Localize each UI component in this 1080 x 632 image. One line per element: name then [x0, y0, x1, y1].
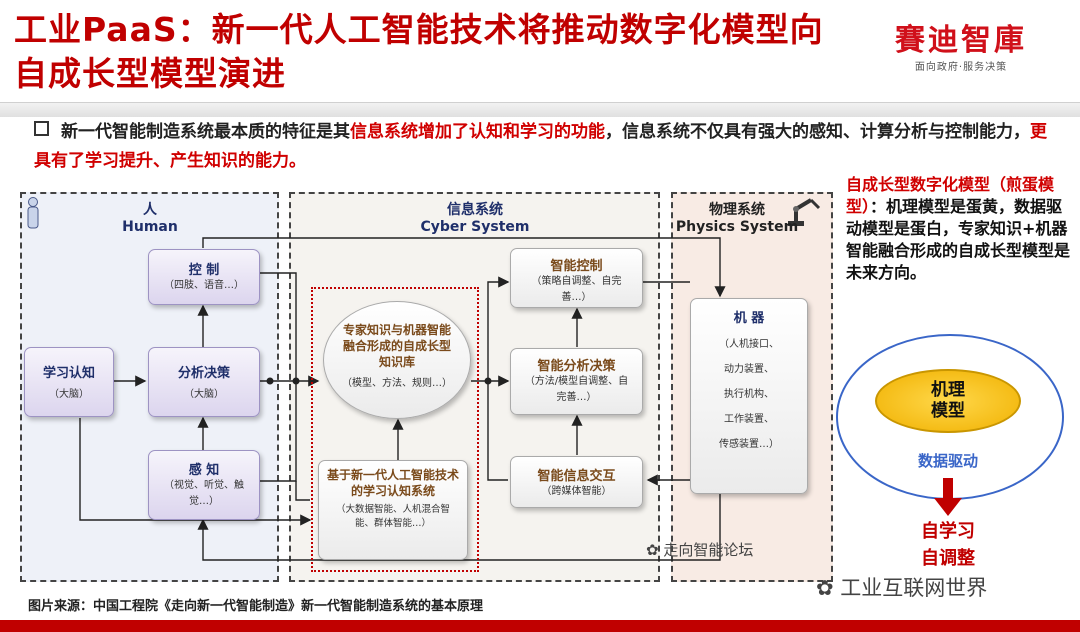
ai-sub: （大数据智能、人机混合智能、群体智能…） [335, 504, 450, 529]
machine-item: 传感装置…） [719, 439, 779, 450]
human-label-en: Human [122, 219, 178, 235]
machine-item: 动力装置、 [724, 364, 774, 375]
self-adjust-label: 自调整 [921, 548, 975, 569]
cyber-header: 信息系统 Cyber System [400, 202, 550, 236]
human-header: 人 Human [110, 202, 190, 236]
bullet-text-1: 新一代智能制造系统最本质的特征是其 [61, 122, 350, 142]
ai-title: 基于新一代人工智能技术的学习认知系统 [327, 468, 460, 498]
person-icon [27, 197, 39, 229]
machine-item: 执行机构、 [724, 389, 774, 400]
control-title: 控 制 [188, 263, 220, 278]
learn-title: 学习认知 [42, 366, 95, 381]
down-arrow-icon [934, 478, 962, 516]
human-control-box: 控 制 （四肢、语音…） [148, 249, 260, 305]
page-title: 工业PaaS：新一代人工智能技术将推动数字化模型向自成长型模型演进 [14, 10, 824, 93]
logo-tagline: 面向政府·服务决策 [914, 62, 1008, 73]
smart-decision-box: 智能分析决策 （方法/模型自调整、自完善…） [510, 348, 643, 415]
cyber-label-cn: 信息系统 [447, 202, 503, 218]
human-analyze-box: 分析决策 （大脑） [148, 347, 260, 417]
smart-interaction-title: 智能信息交互 [537, 469, 616, 484]
analyze-title: 分析决策 [177, 366, 230, 381]
smart-decision-title: 智能分析决策 [537, 359, 616, 374]
sense-title: 感 知 [188, 463, 220, 478]
bullet-highlight-1: 信息系统增加了认知和学习的功能 [350, 122, 605, 142]
bullet-text-2: ，信息系统不仅具有强大的感知、计算分析与控制能力， [605, 122, 1030, 142]
machine-item: （人机接口、 [719, 339, 779, 350]
bullet-highlight-2: 更具有了学习提升、产生知识的能力。 [34, 122, 1047, 171]
smart-interaction-box: 智能信息交互 （跨媒体智能） [510, 456, 643, 508]
yolk-label: 机理模型 [931, 380, 965, 421]
watermark-forum-text: 走向智能论坛 [663, 541, 754, 559]
egg-model-note: 自成长型数字化模型（煎蛋模型）：机理模型是蛋黄，数据驱动模型是蛋白，专家知识+机… [846, 174, 1076, 284]
smart-control-title: 智能控制 [550, 259, 603, 274]
smart-decision-sub: （方法/模型自调整、自完善…） [524, 376, 629, 403]
learning-system-frame [311, 287, 479, 572]
smart-control-box: 智能控制 （策略自调整、自完善…） [510, 248, 643, 308]
physics-label-cn: 物理系统 [709, 202, 765, 218]
learn-sub: （大脑） [49, 389, 89, 400]
machine-box: 机 器 （人机接口、 动力装置、 执行机构、 工作装置、 传感装置…） [690, 298, 808, 494]
knowledge-base-box: 专家知识与机器智能融合形成的自成长型知识库 （模型、方法、规则…） [323, 301, 471, 419]
source-caption: 图片来源：中国工程院《走向新一代智能制造》新一代智能制造系统的基本原理 [28, 599, 484, 614]
watermark-iiot-text: 工业互联网世界 [840, 576, 988, 600]
data-driven-label: 数据驱动 [917, 452, 978, 470]
logo-text: 賽迪智庫 [895, 23, 1027, 58]
checkbox-bullet-icon [34, 121, 49, 136]
cyber-label-en: Cyber System [420, 219, 530, 235]
control-sub: （四肢、语音…） [164, 280, 244, 291]
robot-arm-icon [788, 198, 821, 226]
wechat-icon: ✿ [816, 576, 841, 600]
physics-header: 物理系统 Physics System [672, 202, 802, 236]
title-divider [0, 102, 1080, 117]
human-sense-box: 感 知 （视觉、听觉、触觉…） [148, 450, 260, 520]
brand-logo: 賽迪智庫 面向政府·服务决策 [866, 23, 1056, 74]
human-label-cn: 人 [143, 202, 157, 218]
ai-learning-box: 基于新一代人工智能技术的学习认知系统 （大数据智能、人机混合智能、群体智能…） [318, 460, 468, 560]
egg-yolk: 机理模型 [875, 369, 1021, 433]
note-text: ：机理模型是蛋黄，数据驱动模型是蛋白，专家知识+机器智能融合形成的自成长型模型是… [846, 197, 1071, 282]
kb-sub: （模型、方法、规则…） [342, 378, 452, 389]
physics-label-en: Physics System [675, 219, 799, 235]
smart-interaction-sub: （跨媒体智能） [541, 486, 612, 497]
analyze-sub: （大脑） [184, 389, 224, 400]
kb-title: 专家知识与机器智能融合形成的自成长型知识库 [342, 323, 451, 369]
machine-item: 工作装置、 [724, 414, 774, 425]
machine-title: 机 器 [733, 311, 765, 326]
self-learn-label: 自学习 [921, 521, 975, 542]
self-growth-label: 自学习 自调整 [836, 518, 1060, 572]
smart-control-sub: （策略自调整、自完善…） [531, 276, 622, 303]
human-learn-box: 学习认知 （大脑） [24, 347, 114, 417]
wechat-icon: ✿ [646, 541, 664, 559]
bullet-paragraph: 新一代智能制造系统最本质的特征是其信息系统增加了认知和学习的功能，信息系统不仅具… [34, 118, 1054, 176]
watermark-forum: ✿ 走向智能论坛 [646, 539, 753, 560]
note-highlight: 自成长型数字化模型（煎蛋模型） [846, 175, 1055, 216]
bottom-bar [0, 620, 1080, 632]
sense-sub: （视觉、听觉、触觉…） [164, 480, 244, 507]
watermark-iiot: ✿ 工业互联网世界 [816, 572, 987, 602]
